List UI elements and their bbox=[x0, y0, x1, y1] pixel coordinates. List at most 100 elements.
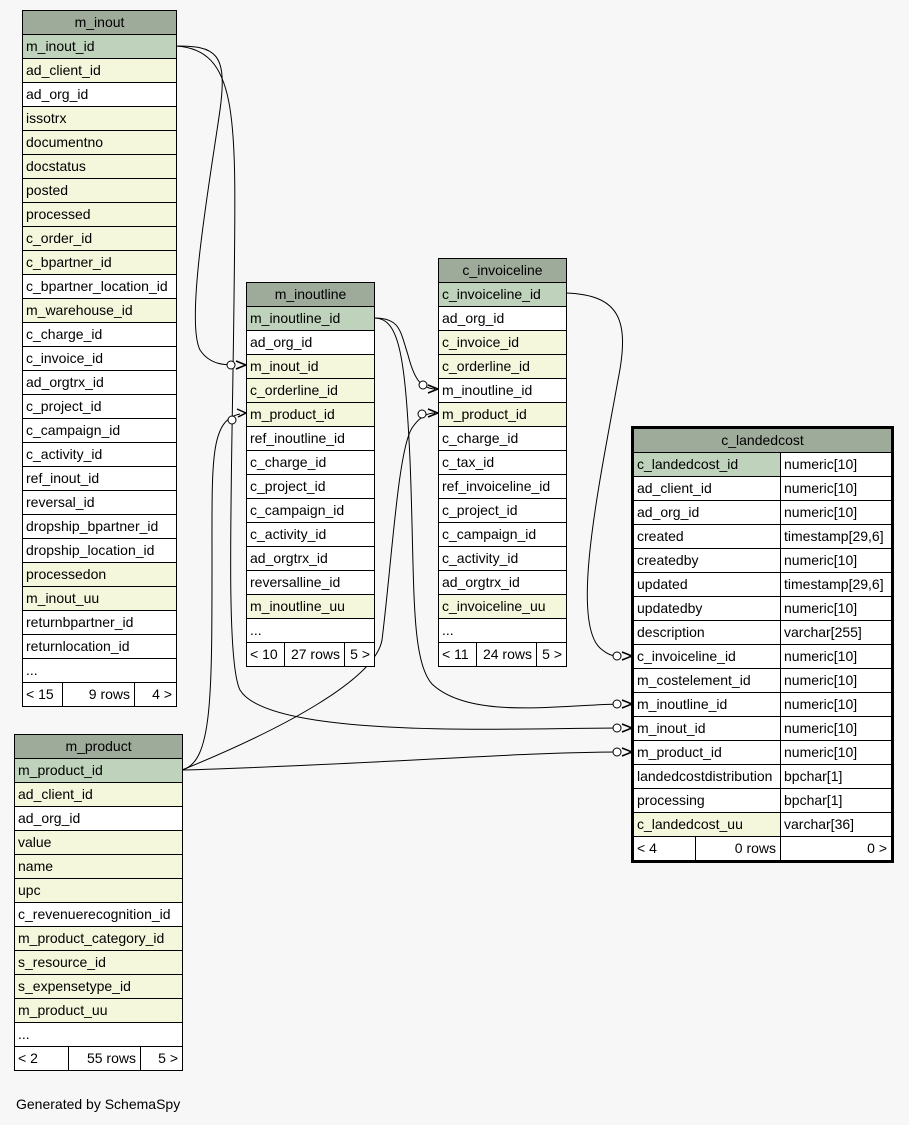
table-row[interactable]: dropship_location_id bbox=[22, 538, 177, 563]
column-name[interactable]: m_product_uu bbox=[13, 998, 184, 1023]
children-count-link[interactable]: 5 > bbox=[535, 642, 568, 667]
column-name[interactable]: m_product_id bbox=[246, 402, 375, 427]
table-row[interactable]: ad_orgtrx_id bbox=[246, 546, 375, 571]
table-row[interactable]: reversalline_id bbox=[246, 570, 375, 595]
table-row[interactable]: c_activity_id bbox=[246, 522, 375, 547]
table-row[interactable]: ... bbox=[246, 618, 375, 643]
column-name[interactable]: processing bbox=[633, 788, 781, 813]
table-row[interactable]: value bbox=[13, 830, 184, 855]
table-row[interactable]: m_inout_uu bbox=[22, 586, 177, 611]
table-row[interactable]: s_expensetype_id bbox=[13, 974, 184, 999]
table-row[interactable]: posted bbox=[22, 178, 177, 203]
column-name[interactable]: name bbox=[13, 854, 184, 879]
parents-count-link[interactable]: < 4 bbox=[633, 836, 696, 861]
column-name[interactable]: c_activity_id bbox=[437, 546, 568, 571]
column-name[interactable]: posted bbox=[22, 178, 177, 203]
column-name[interactable]: reversal_id bbox=[22, 490, 177, 515]
column-name[interactable]: c_campaign_id bbox=[246, 498, 375, 523]
table-row[interactable]: issotrx bbox=[22, 106, 177, 131]
table-row[interactable]: c_activity_id bbox=[437, 546, 568, 571]
table-row[interactable]: c_project_id bbox=[437, 498, 568, 523]
table-row[interactable]: ad_client_id bbox=[22, 58, 177, 83]
table-row[interactable]: c_orderline_id bbox=[437, 354, 568, 379]
column-name[interactable]: landedcostdistribution bbox=[633, 764, 781, 789]
column-name[interactable]: c_invoice_id bbox=[22, 346, 177, 371]
column-name[interactable]: ad_org_id bbox=[437, 306, 568, 331]
column-name[interactable]: ... bbox=[22, 658, 177, 683]
table-row[interactable]: ref_invoiceline_id bbox=[437, 474, 568, 499]
table-title[interactable]: m_inout bbox=[22, 10, 177, 35]
table-row[interactable]: c_invoiceline_id bbox=[437, 282, 568, 307]
column-name[interactable]: m_inout_id bbox=[633, 716, 781, 741]
column-name[interactable]: docstatus bbox=[22, 154, 177, 179]
column-name[interactable]: returnbpartner_id bbox=[22, 610, 177, 635]
column-name[interactable]: updated bbox=[633, 572, 781, 597]
column-name[interactable]: ad_client_id bbox=[13, 782, 184, 807]
column-name[interactable]: c_invoiceline_uu bbox=[437, 594, 568, 619]
parents-count-link[interactable]: < 2 bbox=[14, 1046, 69, 1071]
column-name[interactable]: s_expensetype_id bbox=[13, 974, 184, 999]
column-name[interactable]: c_campaign_id bbox=[22, 418, 177, 443]
table-row[interactable]: c_invoice_id bbox=[22, 346, 177, 371]
table-row[interactable]: c_orderline_id bbox=[246, 378, 375, 403]
table-row[interactable]: m_inout_id bbox=[22, 34, 177, 59]
table-row[interactable]: c_bpartner_id bbox=[22, 250, 177, 275]
column-name[interactable]: c_order_id bbox=[22, 226, 177, 251]
column-name[interactable]: c_landedcost_id bbox=[633, 452, 781, 477]
table-row[interactable]: c_campaign_id bbox=[246, 498, 375, 523]
table-row[interactable]: documentno bbox=[22, 130, 177, 155]
table-row[interactable]: c_project_id bbox=[22, 394, 177, 419]
table-row[interactable]: c_tax_id bbox=[437, 450, 568, 475]
column-name[interactable]: m_inout_uu bbox=[22, 586, 177, 611]
table-row[interactable]: m_inout_id bbox=[246, 354, 375, 379]
table-row[interactable]: ... bbox=[13, 1022, 184, 1047]
column-name[interactable]: c_activity_id bbox=[22, 442, 177, 467]
column-name[interactable]: c_project_id bbox=[22, 394, 177, 419]
children-count-link[interactable]: 4 > bbox=[134, 682, 177, 707]
column-name[interactable]: issotrx bbox=[22, 106, 177, 131]
column-name[interactable]: ad_client_id bbox=[22, 58, 177, 83]
column-name[interactable]: m_inoutline_uu bbox=[246, 594, 375, 619]
column-name[interactable]: ad_orgtrx_id bbox=[246, 546, 375, 571]
children-count-link[interactable]: 5 > bbox=[139, 1046, 184, 1071]
column-name[interactable]: c_charge_id bbox=[246, 450, 375, 475]
column-name[interactable]: c_campaign_id bbox=[437, 522, 568, 547]
table-row[interactable]: m_inoutline_id bbox=[246, 306, 375, 331]
column-name[interactable]: c_tax_id bbox=[437, 450, 568, 475]
table-row[interactable]: c_charge_id bbox=[22, 322, 177, 347]
column-name[interactable]: processed bbox=[22, 202, 177, 227]
column-name[interactable]: c_project_id bbox=[246, 474, 375, 499]
table-row[interactable]: c_campaign_id bbox=[22, 418, 177, 443]
column-name[interactable]: description bbox=[633, 620, 781, 645]
table-row[interactable]: c_order_id bbox=[22, 226, 177, 251]
column-name[interactable]: ad_orgtrx_id bbox=[22, 370, 177, 395]
column-name[interactable]: m_product_id bbox=[633, 740, 781, 765]
column-name[interactable]: c_landedcost_uu bbox=[633, 812, 781, 837]
column-name[interactable]: reversalline_id bbox=[246, 570, 375, 595]
column-name[interactable]: c_orderline_id bbox=[246, 378, 375, 403]
column-name[interactable]: ad_client_id bbox=[633, 476, 781, 501]
column-name[interactable]: returnlocation_id bbox=[22, 634, 177, 659]
column-name[interactable]: ad_org_id bbox=[633, 500, 781, 525]
table-row[interactable]: ad_org_id bbox=[13, 806, 184, 831]
column-name[interactable]: m_warehouse_id bbox=[22, 298, 177, 323]
table-row[interactable]: s_resource_id bbox=[13, 950, 184, 975]
column-name[interactable]: m_inout_id bbox=[246, 354, 375, 379]
table-row[interactable]: processed bbox=[22, 202, 177, 227]
parents-count-link[interactable]: < 15 bbox=[22, 682, 63, 707]
column-name[interactable]: c_bpartner_id bbox=[22, 250, 177, 275]
column-name[interactable]: dropship_bpartner_id bbox=[22, 514, 177, 539]
table-row[interactable]: processedon bbox=[22, 562, 177, 587]
column-name[interactable]: c_bpartner_location_id bbox=[22, 274, 177, 299]
